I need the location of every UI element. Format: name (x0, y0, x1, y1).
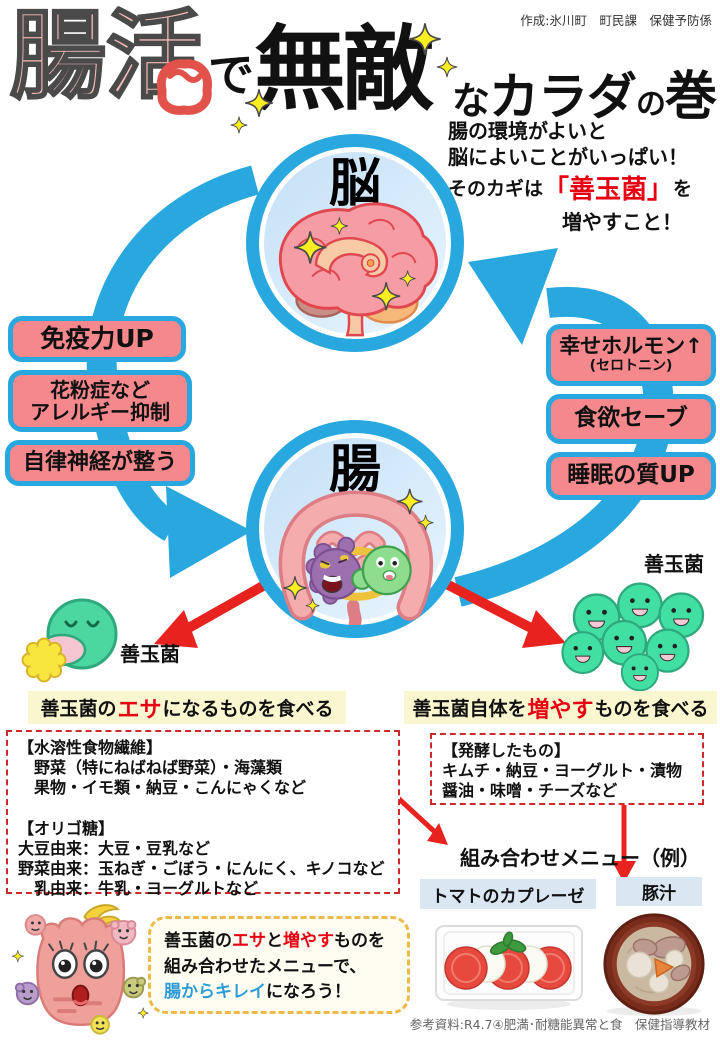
increase-header-highlight: 増やす (527, 697, 594, 723)
food-line (18, 798, 388, 818)
speech-text: 善玉菌の (164, 931, 232, 951)
good-bacteria-label-right: 善玉菌 (644, 552, 704, 576)
increase-header-pre: 善玉菌自体を (412, 698, 527, 720)
speech-text: になろう！ (266, 982, 351, 1002)
feed-header-post: になるものを食べる (162, 698, 334, 720)
increase-header-post: ものを食べる (594, 698, 709, 720)
speech-text: ものを (334, 931, 385, 951)
effect-line: 免疫力UP (40, 324, 154, 353)
effect-line: 花粉症など (50, 377, 150, 402)
footer-reference: 参考資料:R4.7④肥満･耐糖能異常と食 保健指導教材 (409, 1017, 710, 1032)
caprese-photo (435, 925, 583, 1010)
speech-line1: 善玉菌のエサと増やすものを (164, 929, 394, 955)
effect-line: 自律神経が整う (22, 449, 177, 475)
effect-box-appetite: 食欲セーブ (546, 394, 716, 444)
speech-highlight: エサ (232, 931, 266, 951)
intro-line3: そのカギは「善玉菌」を (448, 173, 716, 207)
effect-box-sleep: 睡眠の質UP (546, 452, 716, 500)
speech-text: と (266, 931, 283, 951)
speech-line3: 腸からキレイになろう！ (164, 980, 394, 1006)
effect-line: 食欲セーブ (574, 405, 688, 432)
food-line: 醤油・味噌・チーズなど (442, 781, 618, 801)
feed-header: 善玉菌のエサになるものを食べる (28, 691, 346, 724)
speech-line2: 組み合わせたメニューで、 (164, 956, 367, 977)
title-de: で (208, 48, 254, 102)
intro-line2: 脳によいことがいっぱい！ (448, 145, 688, 170)
menu-item-label: トマトのカプレーゼ (431, 886, 585, 907)
intro-line4: 増やすこと！ (562, 210, 682, 235)
effect-box-immunity: 免疫力UP (8, 316, 186, 362)
gut-label: 腸 (328, 440, 381, 500)
title-karada: カラダ (489, 68, 637, 126)
increase-header: 善玉菌自体を増やすものを食べる (404, 691, 717, 724)
feed-header-highlight: エサ (117, 697, 162, 723)
effect-line: 睡眠の質UP (567, 462, 695, 489)
effect-box-serotonin: 幸せホルモン↑ (セロトニン) (546, 324, 716, 386)
good-bacteria-label-left: 善玉菌 (120, 642, 180, 666)
title-maki: 巻 (665, 67, 717, 127)
food-line: 【発酵したもの】 (442, 741, 571, 760)
good-bacteria-eating-icon (21, 598, 118, 683)
intro-line1: 腸の環境がよいと (448, 119, 607, 143)
brain-circle: 脳 (246, 134, 464, 352)
effect-line: アレルギー抑制 (30, 400, 170, 424)
gut-illustration (278, 488, 434, 625)
increase-food-list: 【発酵したもの】 キムチ・納豆・ヨーグルト・漬物 醤油・味噌・チーズなど (430, 733, 704, 805)
author-credit: 作成:氷川町 町民課 保健予防係 (520, 13, 712, 28)
effect-box-allergy: 花粉症など アレルギー抑制 (8, 370, 192, 432)
food-line: 野菜（特にねばねば野菜）・海藻類 (18, 758, 283, 778)
intro-line3-pre: そのカギは (448, 178, 544, 201)
brain-illustration (278, 202, 438, 337)
food-line: 乳由来：牛乳・ヨーグルトなど (18, 879, 259, 899)
speech-blue-highlight: 腸からキレイ (164, 982, 266, 1002)
speech-bubble: 善玉菌のエサと増やすものを 組み合わせたメニューで、 腸からキレイになろう！ (148, 916, 410, 1014)
gut-circle: 腸 (246, 420, 464, 638)
title-tail: な カラダ の 巻 (452, 54, 717, 129)
food-line: 果物・イモ類・納豆・こんにゃくなど (18, 778, 307, 798)
title-muteki: 無敵 (254, 16, 434, 123)
menu-item-caprese-label: トマトのカプレーゼ (420, 879, 596, 909)
menu-title: 組み合わせメニュー（例） (460, 846, 700, 870)
menu-item-label: 豚汁 (642, 884, 676, 904)
intestine-character-icon (11, 904, 149, 1035)
tonjiru-photo (603, 913, 705, 1017)
food-line: 【水溶性食物繊維】 (18, 738, 163, 757)
food-line: 大豆由来：大豆・豆乳など (18, 838, 211, 858)
good-bacteria-cluster-icon (561, 582, 705, 692)
intro-line3-post: を (673, 178, 693, 201)
feed-food-list: 【水溶性食物繊維】 野菜（特にねばねば野菜）・海藻類 果物・イモ類・納豆・こんに… (6, 730, 400, 898)
sparkle-icon (244, 88, 274, 118)
sparkle-icon (436, 56, 458, 78)
good-bacteria-keyword: 「善玉菌」 (543, 174, 674, 205)
speech-highlight: 増やす (283, 931, 334, 951)
title-no: の (636, 87, 666, 122)
sparkle-icon (230, 116, 248, 134)
effect-box-autonomic: 自律神経が整う (5, 440, 195, 486)
effect-line: (セロトニン) (589, 357, 673, 374)
sparkle-icon (408, 22, 442, 56)
intro-text: 腸の環境がよいと 脳によいことがいっぱい！ そのカギは「善玉菌」を 増やすこと！ (448, 118, 716, 235)
effect-line: 幸せホルモン↑ (559, 334, 703, 359)
title-na: な (452, 79, 490, 123)
feed-header-pre: 善玉菌の (40, 698, 117, 720)
food-line: 野菜由来：玉ねぎ・ごぼう・にんにく、キノコなど (18, 858, 385, 878)
food-line: 【オリゴ糖】 (18, 818, 115, 838)
food-line: キムチ・納豆・ヨーグルト・漬物 (442, 761, 683, 781)
menu-item-tonjiru-label: 豚汁 (616, 877, 702, 906)
intestine-doodle-icon (156, 59, 212, 115)
